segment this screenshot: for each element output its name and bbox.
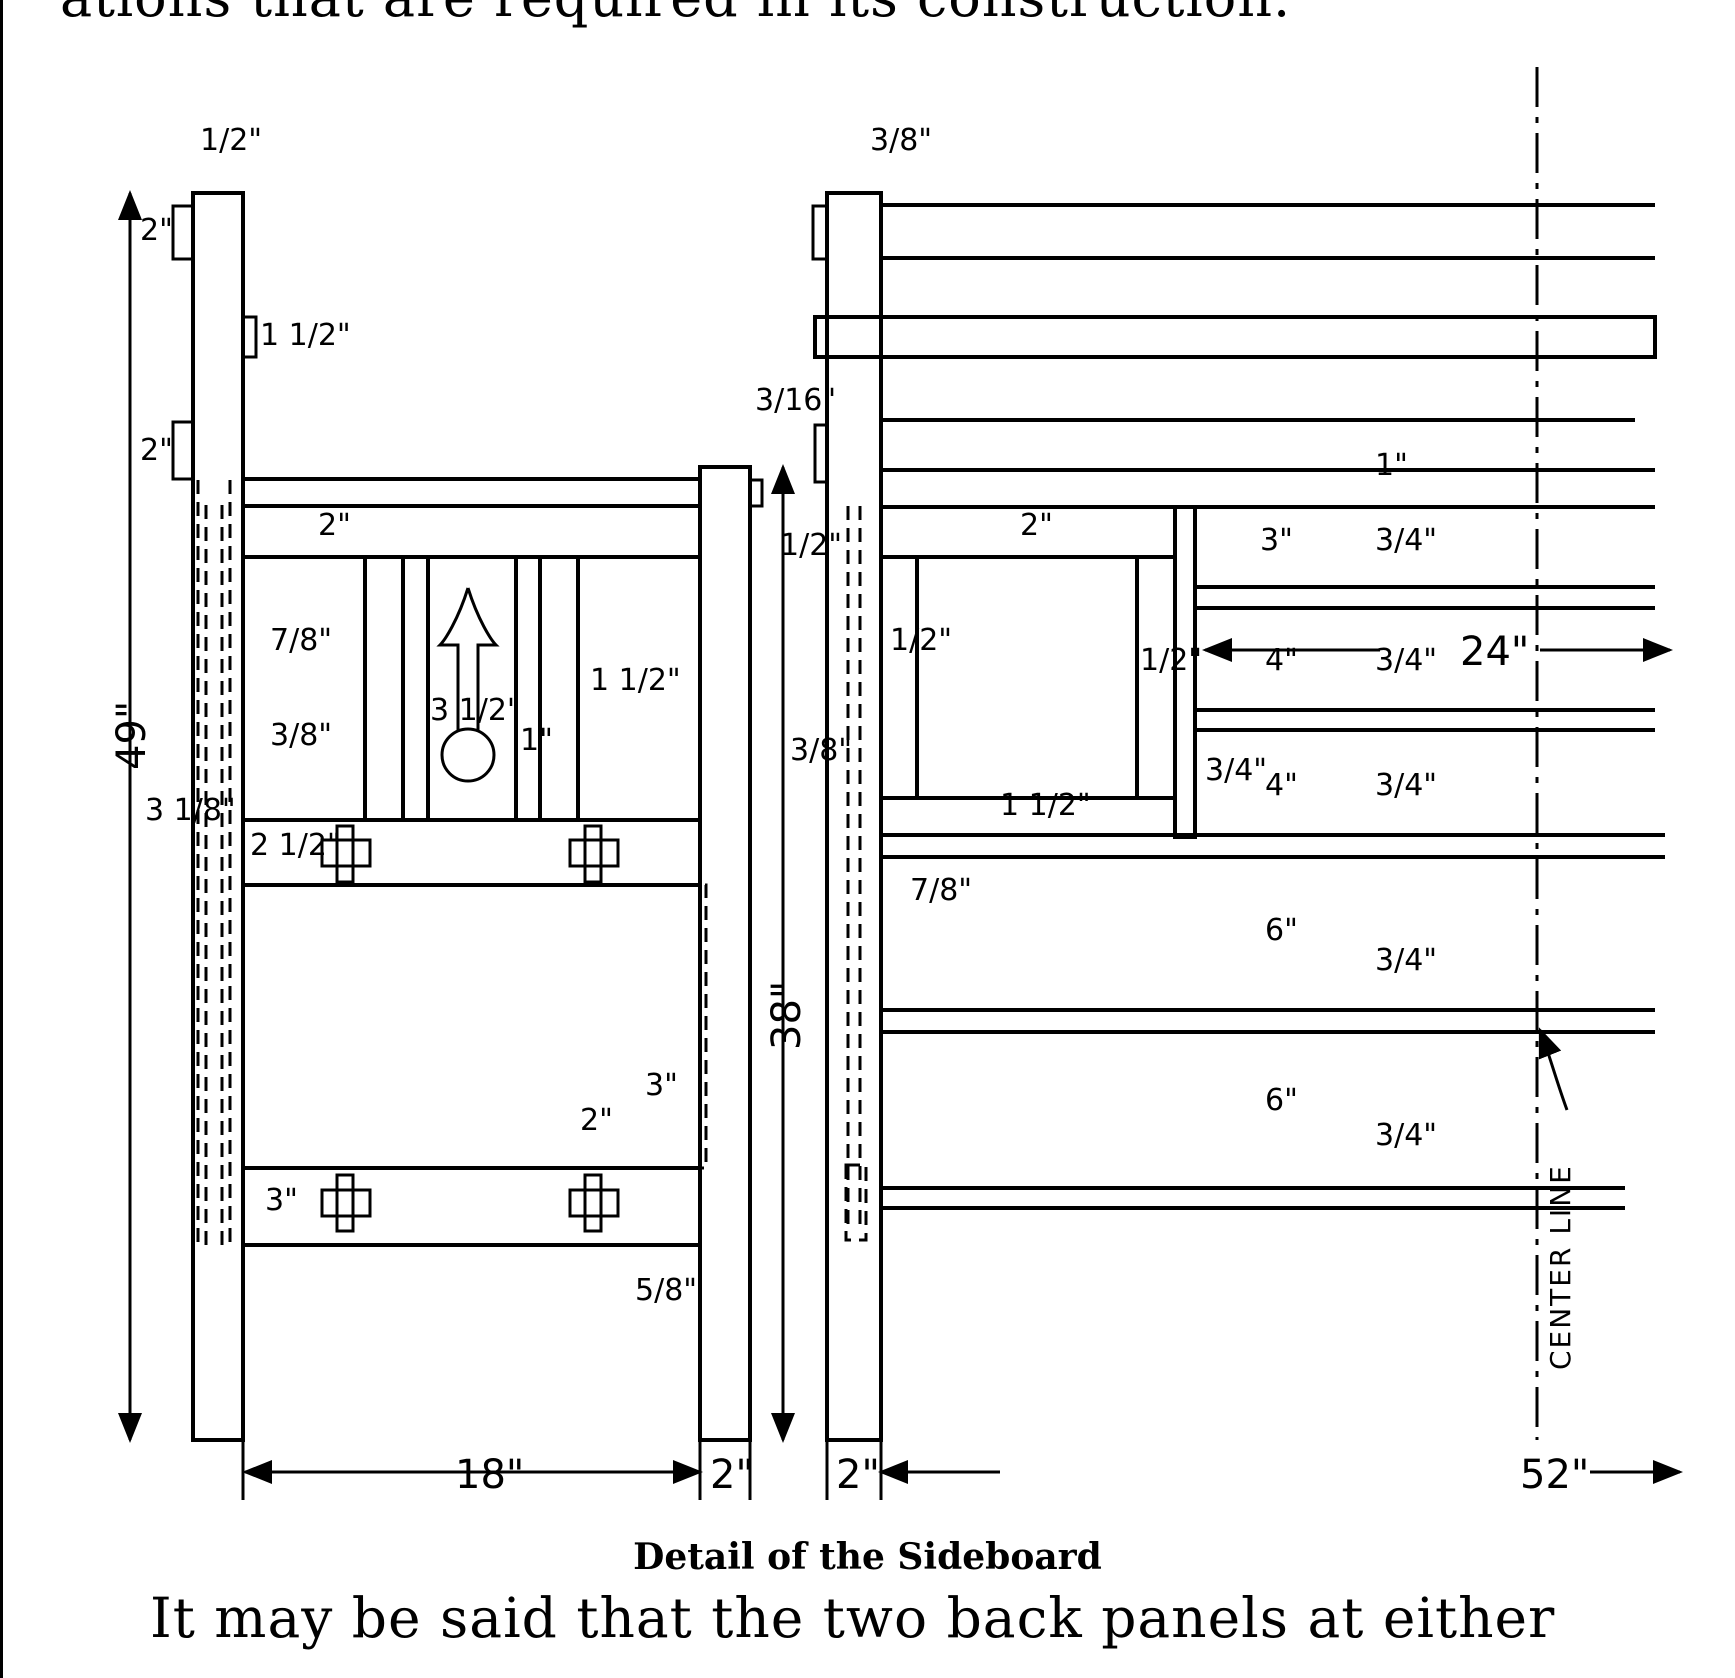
dim-span-24: 24" (1460, 629, 1529, 675)
dim-rail-3: 3" (265, 1183, 298, 1218)
dim-span-18: 18" (455, 1452, 524, 1498)
dim-span-52: 52" (1520, 1452, 1589, 1498)
dim-top-rail-3-16: 3/16" (755, 383, 836, 418)
dim-door-2: 2" (580, 1103, 613, 1138)
dim-panel-3-4: 3/4" (1205, 753, 1267, 788)
dim-shelf-6a: 6" (1265, 913, 1298, 948)
keyhole-icon (440, 727, 496, 783)
dim-leg-3-1-8: 3 1/8" (145, 793, 236, 828)
dim-shelf-6b: 6" (1265, 1083, 1298, 1118)
dim-slat-3-half: 3 1/2" (430, 693, 521, 728)
dim-board-3-4-e: 3/4" (1375, 1118, 1437, 1153)
dim-shelf-4a: 4" (1265, 643, 1298, 678)
middle-leg (698, 465, 752, 1442)
page-border (0, 0, 3, 1678)
dim-board-3-4-c: 3/4" (1375, 768, 1437, 803)
dim-board-3-4-d: 3/4" (1375, 943, 1437, 978)
dim-door-3: 3" (645, 1068, 678, 1103)
dim-panel-half-left: 1/2" (890, 623, 952, 658)
dim-tenon-3-8: 3/8" (270, 718, 332, 753)
shelf-boards (813, 203, 1665, 1210)
dim-panel-1-half: 1 1/2" (1000, 788, 1091, 823)
figure-caption: Detail of the Sideboard (633, 1536, 1102, 1578)
dim-back-rail-1-1-2: 1 1/2" (260, 318, 351, 353)
dim-pin-5-8: 5/8" (635, 1273, 697, 1308)
dim-rail-2-left: 2" (318, 508, 351, 543)
dim-panel-half-right: 1/2" (1140, 643, 1202, 678)
dim-top-rail-half: 1/2" (780, 528, 842, 563)
back-slats (363, 555, 580, 822)
dim-leg-2-a: 2" (710, 1452, 754, 1498)
body-text-top: ations that are required in its construc… (60, 0, 1291, 29)
dim-shelf-1: 1" (1375, 448, 1408, 483)
dim-post-offset-half: 1/2" (200, 123, 262, 158)
centerline-leader (1538, 1027, 1569, 1111)
dim-rail-2-right: 2" (1020, 508, 1053, 543)
sideboard-drawing: CENTER LINE 49" 38" 18" 2" 2" 52" 24" 1/… (109, 67, 1683, 1500)
middle-tenon (748, 478, 764, 508)
dim-leg-2-b: 2" (836, 1452, 880, 1498)
dim-shelf-4b: 4" (1265, 768, 1298, 803)
pin-joints (320, 824, 620, 1233)
dim-overall-height: 49" (109, 701, 155, 770)
left-leg (171, 191, 258, 1442)
right-post (811, 191, 883, 1442)
dim-tenon-7-8: 7/8" (270, 623, 332, 658)
dim-board-3-4-b: 3/4" (1375, 643, 1437, 678)
dimension-lines (118, 190, 1683, 1500)
dim-post-3-8-right: 3/8" (790, 733, 852, 768)
dim-rail-2-half: 2 1/2" (250, 828, 341, 863)
dim-table-height: 38" (764, 981, 810, 1050)
body-text-bottom: It may be said that the two back panels … (150, 1586, 1556, 1650)
dim-board-3-4-a: 3/4" (1375, 523, 1437, 558)
dim-post-7-8-right: 7/8" (910, 873, 972, 908)
dim-slat-1-half: 1 1/2" (590, 663, 681, 698)
dim-shelf-3: 3" (1260, 523, 1293, 558)
dim-back-rail-2b: 2" (140, 433, 173, 468)
back-top-rail-left (241, 477, 708, 1247)
door-panel (881, 505, 1197, 839)
dim-post-offset-3-8: 3/8" (870, 123, 932, 158)
dim-back-rail-2a: 2" (140, 213, 173, 248)
dim-slat-1: 1" (520, 723, 553, 758)
centerline-label: CENTER LINE (1544, 1164, 1577, 1370)
